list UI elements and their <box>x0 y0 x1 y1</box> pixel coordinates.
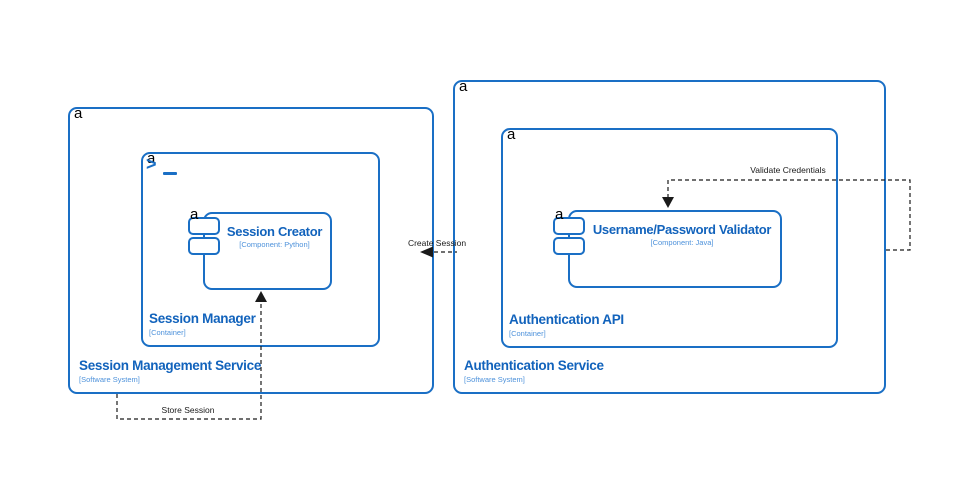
component-caption: Session Creator [Component: Python] <box>221 224 328 250</box>
relationship-label-store-session: Store Session <box>161 405 215 415</box>
anchor-label: a <box>147 150 156 167</box>
component-box-session-creator: Session Creator [Component: Python] <box>203 212 332 290</box>
component-icon <box>188 237 220 255</box>
container-title: Authentication API <box>509 311 624 327</box>
component-icon <box>188 217 220 235</box>
component-subtitle: [Component: Java] <box>650 238 714 248</box>
anchor-label: a <box>507 126 516 143</box>
component-subtitle: [Component: Python] <box>239 240 310 250</box>
anchor-label: a <box>190 206 199 223</box>
relationship-label-validate-credentials: Validate Credentials <box>750 165 826 175</box>
anchor-label: a <box>74 105 83 122</box>
system-caption: Authentication Service [Software System] <box>464 357 604 384</box>
terminal-cursor-icon <box>163 172 177 175</box>
terminal-prompt-icon: > <box>146 154 157 174</box>
component-title: Session Creator <box>226 224 323 239</box>
container-caption: Authentication API [Container] <box>509 311 624 338</box>
system-title: Session Management Service <box>79 357 262 373</box>
container-subtitle: [Container] <box>149 327 186 337</box>
component-box-username-password-validator: Username/Password Validator [Component: … <box>568 210 782 288</box>
container-caption: Session Manager [Container] <box>149 310 256 337</box>
container-title: Session Manager <box>149 310 256 326</box>
component-title: Username/Password Validator <box>592 222 772 237</box>
component-icon <box>553 237 585 255</box>
component-caption: Username/Password Validator [Component: … <box>586 222 778 248</box>
container-subtitle: [Container] <box>509 328 546 338</box>
anchor-label: a <box>459 78 468 95</box>
system-caption: Session Management Service [Software Sys… <box>79 357 262 384</box>
system-subtitle: [Software System] <box>464 374 525 384</box>
system-subtitle: [Software System] <box>79 374 140 384</box>
relationship-label-create-session: Create Session <box>407 238 467 248</box>
system-title: Authentication Service <box>464 357 604 373</box>
anchor-label: a <box>555 206 564 223</box>
component-icon <box>553 217 585 235</box>
